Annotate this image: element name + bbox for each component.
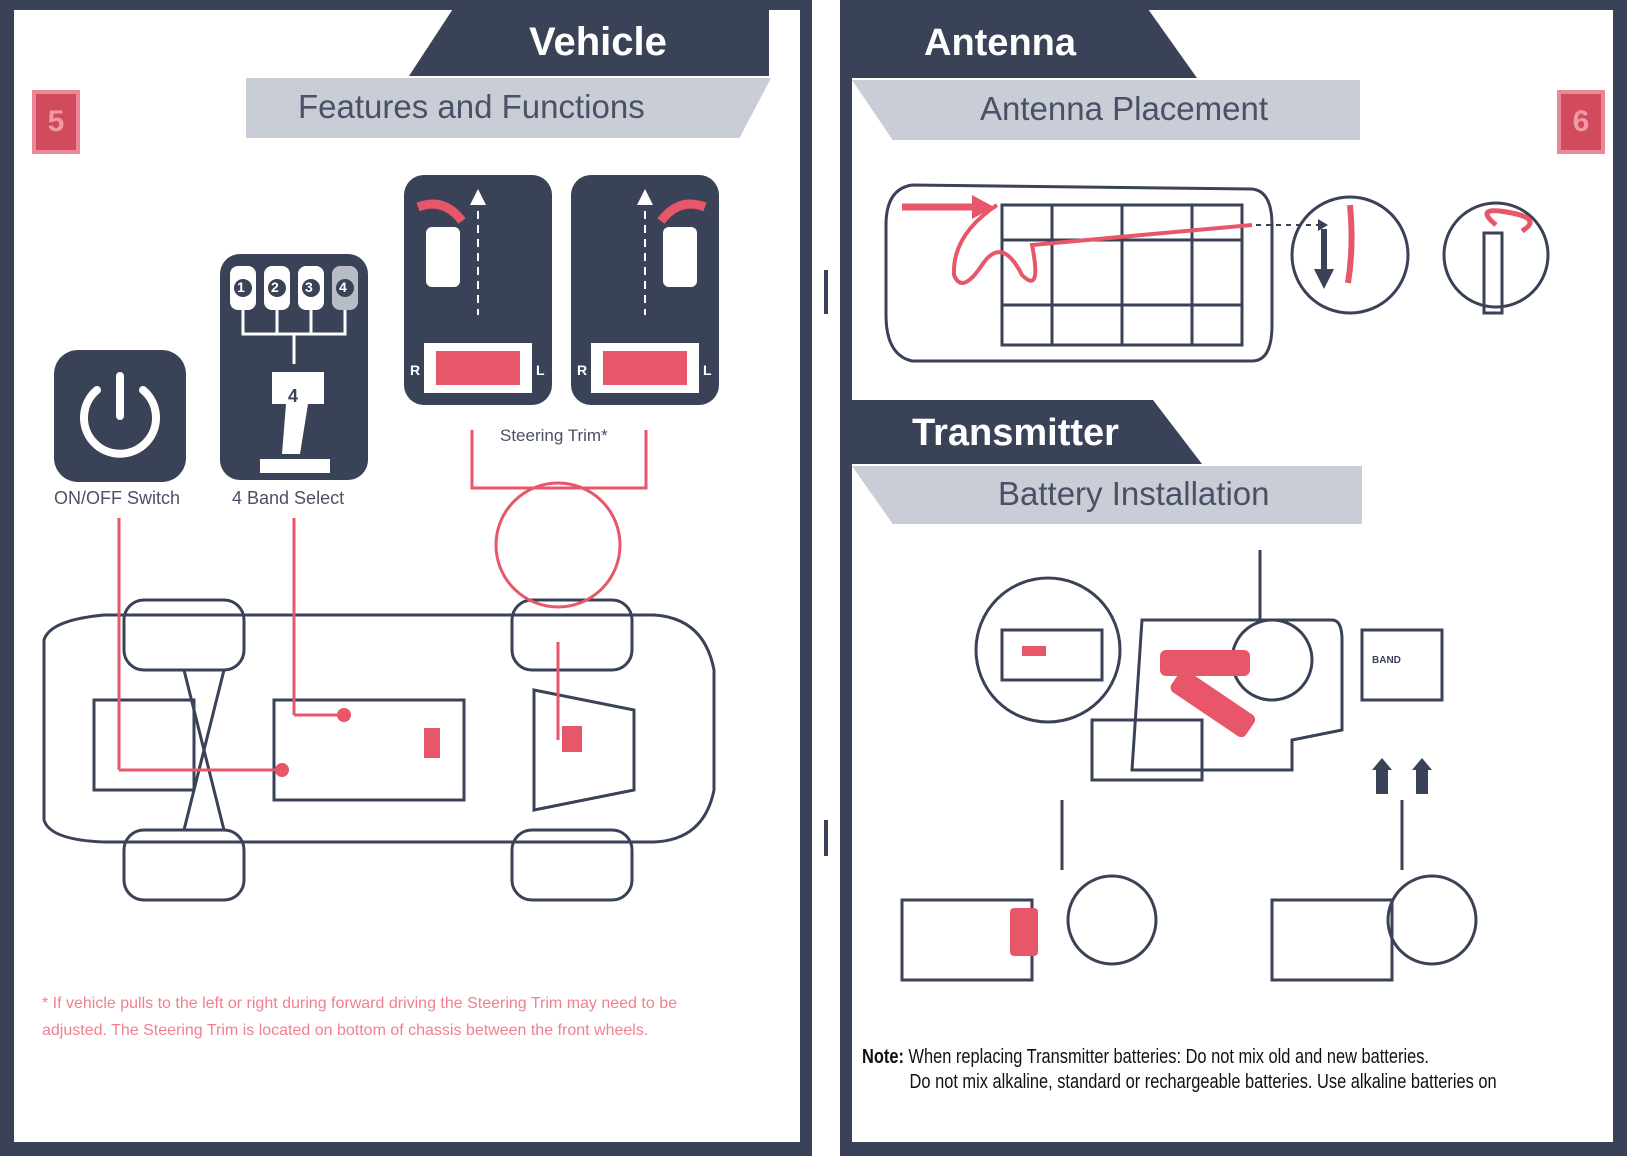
trim-l-label-1: L [536, 362, 545, 378]
page-number: 5 [32, 90, 80, 154]
transmitter-band-label: BAND [1372, 655, 1401, 666]
subtitle-text: Features and Functions [298, 88, 645, 125]
gutter-mark-top [824, 270, 828, 314]
page-gutter [812, 0, 840, 1156]
section-tab-vehicle: Vehicle [409, 10, 769, 76]
onoff-switch-label: ON/OFF Switch [54, 488, 181, 508]
steering-trim-right-icon [404, 175, 552, 405]
subtitle-band: Features and Functions [246, 78, 771, 138]
trim-r-label-2: R [577, 362, 588, 378]
manual-page-6: Antenna Antenna Placement 6 Transmitter [840, 0, 1627, 1156]
section-tab-transmitter: Transmitter [852, 400, 1202, 464]
trim-l-label-2: L [703, 362, 712, 378]
power-icon [54, 350, 186, 482]
band-number-3: 3 [305, 279, 313, 295]
band-number-2: 2 [271, 279, 279, 295]
band-number-1: 1 [237, 279, 245, 295]
section-title: Vehicle [529, 20, 667, 64]
band-number-4: 4 [339, 279, 347, 295]
note-line-1: Note: When replacing Transmitter batteri… [862, 1045, 1497, 1070]
section-tab-antenna: Antenna [852, 10, 1197, 78]
footnote-line-2: adjusted. The Steering Trim is located o… [42, 1022, 649, 1039]
subtitle-band: Antenna Placement [852, 80, 1360, 140]
note-text-line-2: Do not mix alkaline, standard or recharg… [909, 1071, 1497, 1093]
manual-page-5: Vehicle Features and Functions 5 ON/OFF … [0, 0, 812, 1156]
vehicle-chassis-diagram [42, 430, 716, 902]
steering-trim-left-icon [571, 175, 719, 405]
battery-note: Note: When replacing Transmitter batteri… [862, 1045, 1497, 1095]
band-select-icon [220, 254, 368, 480]
band-select-label: 4 Band Select [232, 488, 345, 508]
note-line-2: Do not mix alkaline, standard or recharg… [862, 1070, 1497, 1095]
page-number: 6 [1557, 90, 1605, 154]
subtitle-text: Antenna Placement [980, 90, 1269, 127]
steering-trim-label: Steering Trim* [500, 426, 608, 445]
note-label: Note: [862, 1046, 904, 1068]
section2-subtitle-text: Battery Installation [998, 475, 1270, 512]
antenna-placement-diagram [884, 183, 1550, 363]
section2-title: Transmitter [912, 412, 1119, 454]
band-channel-number: 4 [288, 386, 299, 406]
trim-r-label-1: R [410, 362, 421, 378]
transmitter-battery-diagram [900, 550, 1478, 982]
footnote-line-1: * If vehicle pulls to the left or right … [42, 995, 677, 1012]
section2-subtitle-band: Battery Installation [852, 466, 1362, 524]
gutter-mark-bottom [824, 820, 828, 856]
note-text-line-1: When replacing Transmitter batteries: Do… [908, 1046, 1429, 1068]
footnote-steering-trim: * If vehicle pulls to the left or right … [42, 990, 782, 1044]
section-title: Antenna [924, 22, 1076, 64]
